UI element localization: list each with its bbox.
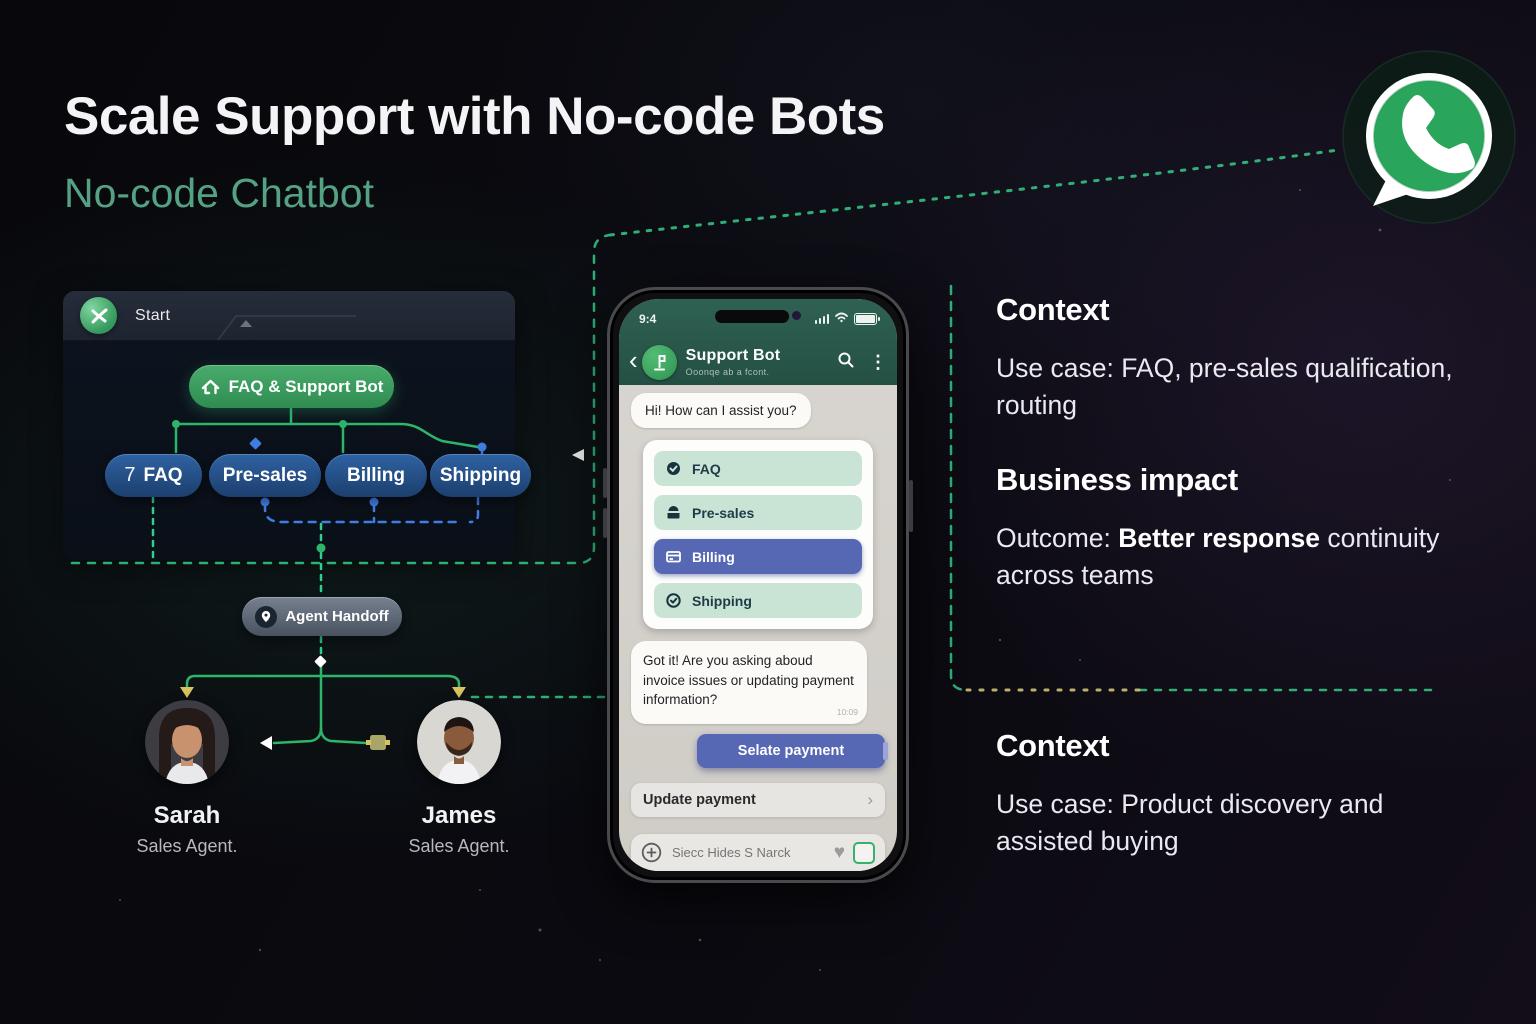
inbox-icon	[665, 504, 682, 521]
chat-menu-card: FAQ Pre-sales Billing	[643, 440, 873, 629]
flow-node-faq-support-bot[interactable]: FAQ & Support Bot	[189, 365, 394, 408]
back-button[interactable]: ‹	[629, 345, 638, 375]
bot-message-text: Got it! Are you asking aboud invoice iss…	[643, 653, 854, 708]
phone-screen: 9:4 ‹	[619, 299, 897, 871]
page-subtitle: No-code Chatbot	[64, 170, 374, 216]
section-business-impact: Business impact Outcome: Better response…	[996, 462, 1458, 594]
outcome-bold: Better response	[1118, 523, 1321, 553]
location-pin-icon	[255, 605, 278, 628]
section-body: Use case: FAQ, pre-sales qualification, …	[996, 353, 1453, 421]
menu-option-presales[interactable]: Pre-sales	[654, 495, 862, 530]
menu-option-faq[interactable]: FAQ	[654, 451, 862, 486]
heart-icon[interactable]: ♥	[833, 842, 845, 864]
message-input-bar: ♥	[631, 833, 885, 871]
avatar-james	[417, 700, 501, 784]
signal-icon	[814, 314, 829, 324]
section-body: Use case: Product discovery and assisted…	[996, 789, 1384, 857]
flow-node-label: Agent Handoff	[285, 608, 389, 625]
update-payment-label: Update payment	[643, 791, 756, 808]
flow-node-label: Pre-sales	[222, 464, 308, 486]
whatsapp-header: 9:4 ‹	[619, 299, 897, 385]
menu-option-label: Shipping	[692, 592, 752, 609]
volume-up-button	[603, 468, 607, 498]
power-button	[909, 480, 913, 532]
volume-down-button	[603, 508, 607, 538]
chevron-right-icon: ›	[867, 789, 873, 809]
chat-contact[interactable]: Support Bot Ooonqe ab a fcont.	[686, 347, 781, 377]
agent-name: James	[421, 802, 497, 829]
clock-check-icon	[665, 592, 682, 609]
section-body: Outcome: Better response continuity acro…	[996, 520, 1458, 594]
flow-node-shipping[interactable]: Shipping	[430, 454, 531, 497]
avatar-sarah	[145, 700, 229, 784]
agent-role: Sales Agent.	[408, 836, 510, 856]
bot-avatar[interactable]	[641, 344, 677, 380]
status-time: 9:4	[639, 312, 657, 326]
plus-circle-icon[interactable]	[641, 842, 662, 863]
bot-message-followup: Got it! Are you asking aboud invoice iss…	[631, 641, 867, 724]
chat-subtitle: Ooonqe ab a fcont.	[685, 367, 770, 377]
update-payment-button[interactable]: Update payment ›	[631, 782, 885, 817]
outcome-suffix: continuity across teams	[996, 523, 1440, 591]
flow-builder-toolbar: Start	[63, 291, 515, 341]
agent-name: Sarah	[153, 802, 221, 829]
chat-area: Hi! How can I assist you? FAQ Pre-sales	[619, 385, 897, 871]
flow-node-presales[interactable]: Pre-sales	[209, 454, 321, 497]
home-arrow-icon	[200, 378, 221, 396]
section-context-1: Context Use case: FAQ, pre-sales qualifi…	[996, 292, 1458, 424]
section-heading: Context	[996, 292, 1110, 327]
menu-kebab-icon[interactable]: ⋮	[869, 351, 887, 372]
message-input[interactable]	[670, 844, 826, 862]
search-icon[interactable]	[837, 351, 855, 374]
agent-role: Sales Agent.	[136, 836, 238, 856]
section-heading: Business impact	[996, 462, 1238, 497]
phone-mockup: 9:4 ‹	[603, 287, 913, 883]
tab-start[interactable]: Start	[135, 306, 171, 324]
menu-option-label: Billing	[692, 548, 735, 565]
menu-option-label: Pre-sales	[692, 504, 755, 521]
whatsapp-logo-icon	[1328, 44, 1524, 245]
camera-dot	[792, 311, 801, 320]
agent-card-james: James Sales Agent.	[374, 700, 544, 857]
flow-app-icon	[80, 297, 117, 334]
menu-option-billing[interactable]: Billing	[654, 539, 862, 574]
bot-message-greeting: Hi! How can I assist you?	[631, 393, 811, 428]
faq-icon	[665, 460, 682, 477]
billing-card-icon	[665, 548, 682, 565]
flow-node-label: Billing	[346, 464, 406, 486]
section-context-2: Context Use case: Product discovery and …	[996, 728, 1458, 860]
page-title: Scale Support with No-code Bots	[64, 87, 885, 146]
battery-icon	[854, 313, 880, 325]
flow-builder-panel: Start	[63, 291, 515, 560]
chat-title: Support Bot	[685, 347, 781, 364]
wifi-icon	[834, 310, 849, 328]
agent-card-sarah: Sarah Sales Agent.	[102, 700, 272, 857]
section-heading: Context	[996, 728, 1110, 763]
outcome-prefix: Outcome:	[996, 523, 1119, 553]
select-payment-button[interactable]: Selate payment	[697, 733, 888, 768]
camera-square-icon[interactable]	[853, 841, 875, 864]
flow-node-label: FAQ & Support Bot	[228, 376, 384, 396]
message-timestamp: 10:09	[836, 707, 858, 718]
flow-node-label: Shipping	[439, 464, 522, 486]
flow-node-label: FAQ	[143, 464, 183, 486]
menu-option-label: FAQ	[692, 460, 721, 477]
flow-node-billing[interactable]: Billing	[325, 454, 427, 497]
menu-option-shipping[interactable]: Shipping	[654, 583, 862, 618]
flow-node-agent-handoff[interactable]: Agent Handoff	[242, 597, 402, 636]
phone-notch	[715, 310, 790, 323]
flow-node-faq[interactable]: 7 FAQ	[105, 454, 202, 497]
question-icon: 7	[124, 464, 136, 486]
status-bar: 9:4	[619, 299, 897, 335]
